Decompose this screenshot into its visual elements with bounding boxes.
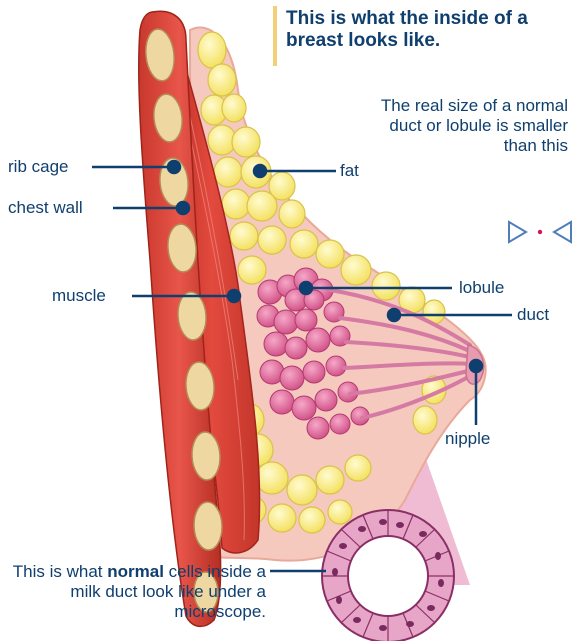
chest-wall-marker <box>177 202 189 214</box>
nipple-marker <box>470 360 482 372</box>
label-lobule: lobule <box>459 278 504 298</box>
label-nipple: nipple <box>445 429 490 449</box>
dot-icon <box>538 230 542 234</box>
size-marker <box>509 222 571 242</box>
label-fat: fat <box>340 161 359 181</box>
microscope-duct-view <box>322 510 454 641</box>
microscope-caption: This is what normal cells inside a milk … <box>4 562 266 622</box>
label-chest-wall: chest wall <box>8 198 83 218</box>
triangle-left-icon <box>554 222 571 242</box>
rib-cage-marker <box>168 161 180 173</box>
caption-before: This is what <box>13 562 107 581</box>
label-muscle: muscle <box>52 286 106 306</box>
caption-bold: normal <box>107 562 164 581</box>
lobule-marker <box>300 282 312 294</box>
muscle-marker <box>228 290 240 302</box>
label-duct: duct <box>517 305 549 325</box>
label-rib-cage: rib cage <box>8 157 68 177</box>
fat-marker <box>254 165 266 177</box>
triangle-right-icon <box>509 222 526 242</box>
duct-marker <box>388 309 400 321</box>
